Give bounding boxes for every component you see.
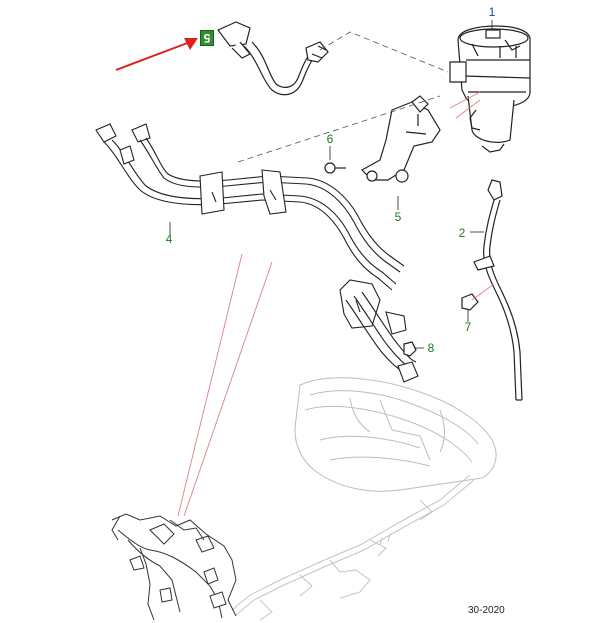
callout-1: 1 xyxy=(488,5,496,19)
part-6-bolt xyxy=(324,162,346,174)
callout-2: 2 xyxy=(458,226,466,240)
part-5-top-hose xyxy=(217,21,329,96)
red-leader-lines xyxy=(177,91,495,517)
part-8-nut xyxy=(403,341,417,357)
dashed-leader-icon xyxy=(237,31,449,163)
fuel-tank-ghost xyxy=(294,377,497,492)
part-1-canister xyxy=(449,25,531,153)
fuel-lines-ghost xyxy=(231,474,475,621)
callout-leaders xyxy=(169,20,493,349)
red-arrow-icon xyxy=(115,38,198,71)
reference-code: 30-2020 xyxy=(468,605,505,616)
part-5-bracket xyxy=(361,95,441,183)
callout-8: 8 xyxy=(427,341,435,355)
callout-6: 6 xyxy=(326,132,334,146)
harness-cluster xyxy=(111,513,237,621)
part-4-line-bundle xyxy=(95,123,419,383)
callout-5: 5 xyxy=(394,210,402,224)
callout-7: 7 xyxy=(464,320,472,334)
callout-5-highlight: 5 xyxy=(200,30,214,46)
part-7-clip xyxy=(461,293,479,311)
part-2-hose xyxy=(473,179,523,401)
callout-4: 4 xyxy=(165,232,173,246)
